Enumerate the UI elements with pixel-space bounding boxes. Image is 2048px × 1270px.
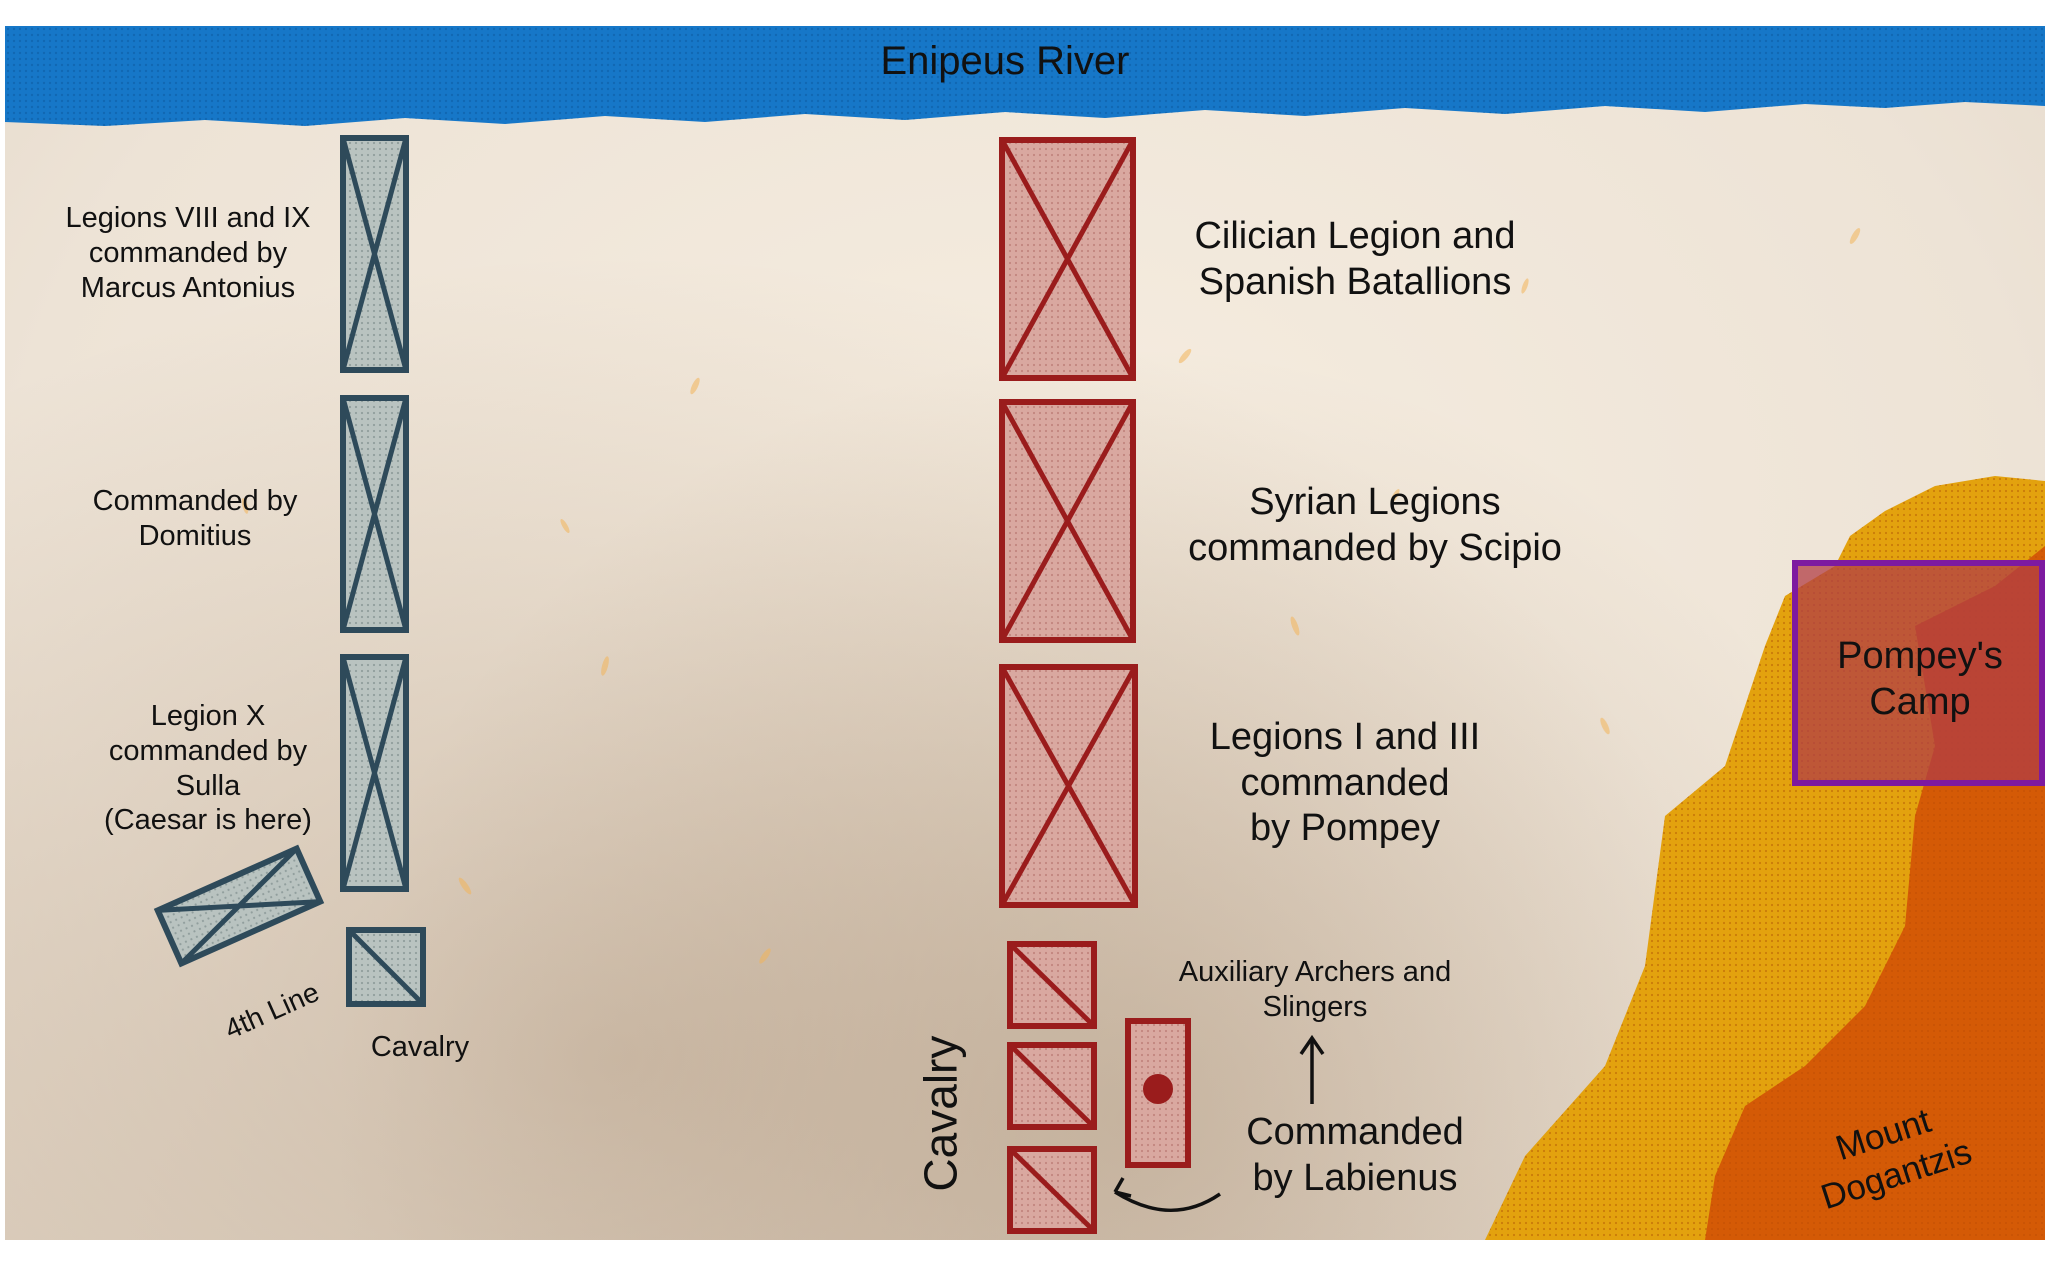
caesar-legion-viii-ix	[340, 135, 409, 373]
map-graphics	[5, 26, 2045, 1240]
pompey-legions-i-iii-block	[999, 664, 1138, 908]
cilician-label: Cilician Legion and Spanish Batallions	[1155, 214, 1555, 305]
legion-viii-ix-line-3: Marcus Antonius	[80, 271, 296, 304]
domitius-label: Commanded by Domitius	[65, 484, 325, 554]
caesar-fourth-line	[153, 844, 325, 968]
auxiliary-line-2: Slingers	[1262, 990, 1368, 1023]
caesar-domitius-block	[340, 395, 409, 633]
camp-line-2: Camp	[1869, 680, 1971, 723]
pompey-cilician-block	[999, 137, 1136, 381]
pompey-syrian-block	[999, 399, 1136, 643]
labienus-line-2: by Labienus	[1252, 1156, 1458, 1199]
cilician-line-2: Spanish Batallions	[1198, 260, 1512, 303]
legions-i-iii-label: Legions I and III commanded by Pompey	[1155, 715, 1535, 852]
domitius-line-2: Domitius	[138, 519, 252, 552]
legion-x-line-2: commanded by	[108, 734, 308, 767]
caesar-legion-x	[340, 654, 409, 892]
legion-viii-ix-line-2: commanded by	[88, 236, 288, 269]
legion-x-line-3: Sulla	[175, 769, 241, 802]
auxiliary-line-1: Auxiliary Archers and	[1178, 956, 1452, 988]
pompey-cavalry-block-3	[1007, 1146, 1097, 1234]
syrian-line-1: Syrian Legions	[1249, 481, 1501, 523]
legion-x-label: Legion X commanded by Sulla (Caesar is h…	[65, 699, 351, 838]
river-label: Enipeus River	[855, 37, 1155, 85]
battle-map: Enipeus River Legions VIII and IX comman…	[5, 26, 2045, 1240]
labienus-command-block	[1125, 1018, 1191, 1168]
pompey-camp-label: Pompey's Camp	[1805, 634, 2035, 725]
labienus-line-1: Commanded	[1246, 1111, 1464, 1153]
ember-sparks	[241, 228, 1861, 964]
caesar-cavalry-label: Cavalry	[370, 1031, 470, 1063]
river-label-text: Enipeus River	[880, 39, 1130, 83]
pompey-camp-box	[1792, 560, 2045, 786]
legions-i-iii-line-2: commanded	[1240, 761, 1450, 804]
pompey-cavalry-block-1	[1007, 941, 1097, 1029]
domitius-line-1: Commanded by	[92, 485, 298, 517]
river-texture	[5, 26, 2045, 126]
camp-line-1: Pompey's	[1837, 635, 2003, 677]
legion-x-line-4: (Caesar is here)	[104, 804, 312, 837]
up-arrow-icon	[1299, 1034, 1325, 1104]
cilician-line-1: Cilician Legion and	[1194, 215, 1516, 257]
legions-i-iii-line-1: Legions I and III	[1209, 716, 1481, 758]
labienus-label: Commanded by Labienus	[1210, 1110, 1500, 1201]
legion-viii-ix-line-1: Legions VIII and IX	[65, 202, 311, 234]
pompey-cavalry-label: Cavalry	[914, 1035, 967, 1192]
syrian-line-2: commanded by Scipio	[1188, 526, 1562, 569]
caesar-cavalry-block	[346, 927, 426, 1007]
legion-viii-ix-label: Legions VIII and IX commanded by Marcus …	[33, 201, 343, 305]
syrian-label: Syrian Legions commanded by Scipio	[1165, 480, 1585, 571]
auxiliary-label: Auxiliary Archers and Slingers	[1145, 955, 1485, 1025]
legion-x-line-1: Legion X	[150, 700, 266, 732]
legions-i-iii-line-3: by Pompey	[1249, 807, 1441, 850]
pompey-cavalry-block-2	[1007, 1042, 1097, 1130]
commander-marker-icon	[1143, 1074, 1173, 1104]
curved-arrow-icon	[1113, 1177, 1221, 1213]
